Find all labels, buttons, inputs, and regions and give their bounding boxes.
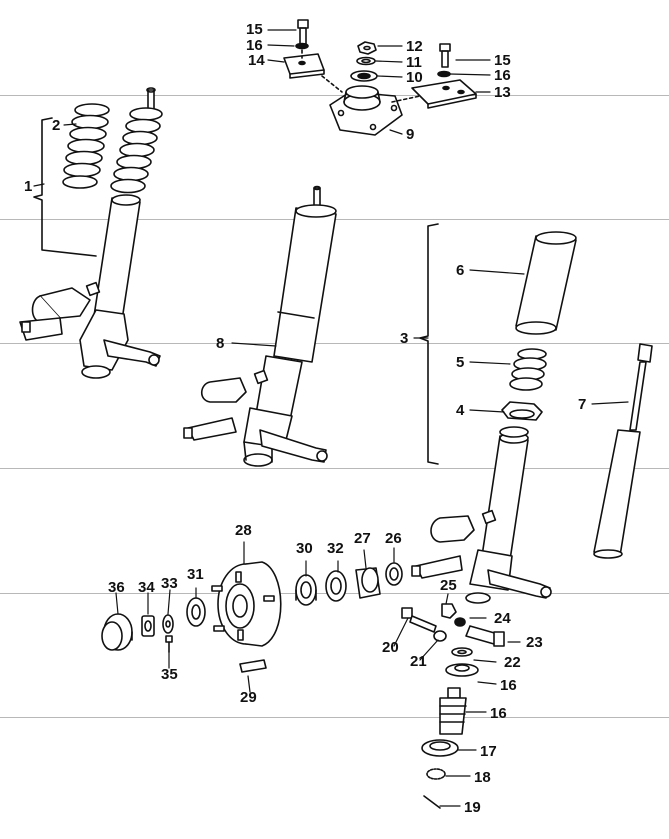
callout-7: 7: [578, 396, 587, 413]
callout-17: 16: [490, 705, 507, 722]
callout-28: 26: [385, 530, 402, 547]
callout-37: 35: [161, 666, 178, 683]
callout-16: 16: [246, 37, 263, 54]
callout-25: 23: [526, 634, 543, 651]
callout-16: 16: [494, 67, 511, 84]
callout-12: 12: [406, 38, 423, 55]
callout-9: 9: [406, 126, 415, 143]
callout-19: 17: [480, 743, 497, 760]
callout-11: 11: [406, 54, 422, 71]
scan-line: [0, 95, 669, 96]
strut-with-spring-assembly: [19, 87, 163, 379]
callout-21: 19: [464, 799, 481, 816]
callout-1: 1: [24, 178, 33, 195]
callout-4: 4: [456, 402, 465, 419]
callout-2: 2: [52, 117, 61, 134]
shock-kit: [419, 223, 653, 559]
callout-14: 14: [248, 52, 265, 69]
callout-35: 33: [161, 575, 178, 592]
top-mount-assembly: [283, 19, 477, 136]
callout-5: 5: [456, 354, 465, 371]
callout-26: 24: [494, 610, 511, 627]
callout-27: 25: [440, 577, 457, 594]
loose-spring: [62, 103, 110, 189]
callout-33: 31: [187, 566, 204, 583]
callout-8: 8: [216, 335, 225, 352]
callout-32: 30: [296, 540, 313, 557]
callout-13: 13: [494, 84, 511, 101]
callout-23: 21: [410, 653, 427, 670]
callout-18: 16: [500, 677, 517, 694]
callout-38: 36: [108, 579, 125, 596]
callout-36: 34: [138, 579, 155, 596]
scan-line: [0, 468, 669, 469]
strut-housing-right: [411, 426, 552, 604]
scan-line: [0, 717, 669, 718]
strut-housing-middle: [183, 185, 337, 467]
callout-20: 18: [474, 769, 491, 786]
callout-15: 15: [494, 52, 511, 69]
callout-31: 29: [240, 689, 257, 706]
callout-24: 22: [504, 654, 521, 671]
callout-29: 27: [354, 530, 371, 547]
callout-30: 28: [235, 522, 252, 539]
callout-22: 20: [382, 639, 399, 656]
scan-line: [0, 343, 669, 344]
ball-joint-assembly: [401, 603, 505, 809]
callout-10: 10: [406, 69, 423, 86]
callout-6: 6: [456, 262, 465, 279]
callout-3: 3: [400, 330, 409, 347]
leader-lines: [33, 29, 629, 807]
callout-34: 32: [327, 540, 344, 557]
hub-assembly: [101, 561, 403, 673]
callout-15: 15: [246, 21, 263, 38]
